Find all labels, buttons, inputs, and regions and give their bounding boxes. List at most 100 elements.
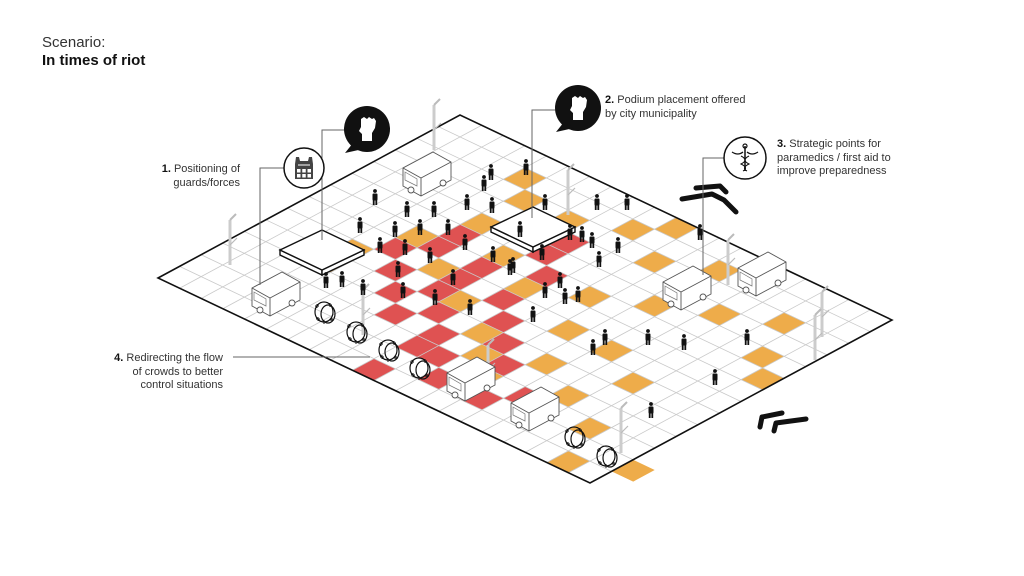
grid-line (352, 206, 655, 371)
person-icon (517, 221, 523, 237)
lamppost (726, 233, 736, 285)
grid-line (395, 227, 698, 392)
raised-fist-icon-left (344, 106, 390, 153)
person-icon (400, 282, 406, 298)
person-icon (624, 194, 630, 210)
person-icon (575, 286, 581, 302)
person-icon (481, 175, 487, 191)
annotation-4-line2: of crowds to better (132, 365, 224, 378)
lamppost (432, 98, 442, 150)
person-icon (427, 247, 433, 263)
lamppost (566, 163, 576, 215)
person-icon (539, 244, 545, 260)
annotation-3-line2: paramedics / first aid to (777, 151, 891, 164)
annotation-4-number: 4. (114, 352, 124, 364)
person-icon (445, 219, 451, 235)
barricades (314, 301, 618, 468)
annotation-1-line1: Positioning of (173, 163, 240, 175)
person-icon (590, 339, 596, 355)
leader-line-1 (259, 167, 286, 285)
person-icon (392, 221, 398, 237)
grid-line (265, 165, 569, 330)
person-icon (395, 261, 401, 277)
person-icon (594, 194, 600, 210)
barricade-icon (314, 301, 336, 324)
barricade-icon (378, 339, 400, 362)
annotation-4-line3: control situations (140, 379, 223, 391)
person-icon (323, 272, 329, 288)
annotation-2-number: 2. (605, 94, 615, 106)
person-icon (339, 271, 345, 287)
annotation-4: 4. Redirecting the flow of crowds to bet… (95, 352, 223, 393)
person-icon (462, 234, 468, 250)
orange-zone-cell (741, 368, 785, 390)
annotation-1-line2: guards/forces (173, 176, 240, 189)
person-icon (596, 251, 602, 267)
person-icon (450, 269, 456, 285)
person-icon (488, 164, 494, 180)
flow-arrows (679, 183, 809, 434)
lamppost (228, 213, 238, 265)
orange-zone-cell (503, 189, 547, 212)
annotation-3-number: 3. (777, 138, 787, 150)
annotation-1: 1. Positioning of guards/forces (140, 163, 240, 190)
annotation-3: 3. Strategic points for paramedics / fir… (777, 138, 937, 179)
person-icon (542, 194, 548, 210)
annotation-2: 2. Podium placement offered by city muni… (605, 94, 775, 121)
grid-line (201, 135, 504, 299)
lamppost (813, 308, 823, 360)
grid-line (373, 217, 677, 381)
scenario-title: In times of riot (42, 52, 146, 69)
orange-zone-cell (632, 251, 676, 273)
caduceus-icon (723, 136, 767, 180)
person-icon (681, 334, 687, 350)
barricade-icon (564, 426, 586, 449)
red-zone-cell (373, 281, 418, 304)
leader-line-3 (702, 157, 725, 275)
leader-line-1b (321, 129, 345, 240)
person-icon (602, 329, 608, 345)
people (299, 159, 750, 418)
person-icon (490, 246, 496, 262)
person-icon (645, 329, 651, 345)
person-icon (417, 219, 423, 235)
orange-zone-cell (589, 340, 633, 362)
lamppost (820, 285, 830, 337)
orange-zone-cell (611, 459, 655, 482)
orange-zone-cell (697, 303, 741, 326)
person-icon (510, 257, 516, 273)
plaza-outline (156, 114, 894, 484)
leader-lines (233, 109, 725, 358)
grid-line (287, 176, 590, 340)
person-icon (432, 289, 438, 305)
scenario-label: Scenario: (42, 34, 106, 51)
orange-zone-cell (762, 312, 806, 335)
person-icon (431, 201, 437, 217)
barricade-icon (346, 321, 368, 344)
vest-icon (283, 147, 325, 189)
person-icon (404, 201, 410, 217)
orange-zone-cell (740, 346, 785, 368)
orange-zone-cell (546, 450, 590, 473)
orange-zone-cell (568, 286, 612, 308)
annotation-2-line2: by city municipality (605, 107, 697, 120)
vehicle-far-right (737, 251, 787, 297)
raised-fist-icon-right (555, 85, 601, 132)
person-icon (557, 272, 563, 288)
person-icon (615, 237, 621, 253)
vehicle-bottom-2 (510, 386, 560, 432)
orange-zone-cell (568, 417, 612, 440)
podium-right (489, 206, 577, 254)
person-icon (372, 189, 378, 205)
grid-line (525, 288, 828, 453)
red-zone-cell (373, 303, 418, 326)
podium-left (278, 229, 366, 277)
red-zone-cell (373, 259, 417, 282)
flow-arrow-top (679, 183, 739, 215)
person-icon (567, 224, 573, 240)
person-icon (542, 282, 548, 298)
barricade-icon (409, 357, 431, 380)
person-icon (744, 329, 750, 345)
person-icon (589, 232, 595, 248)
